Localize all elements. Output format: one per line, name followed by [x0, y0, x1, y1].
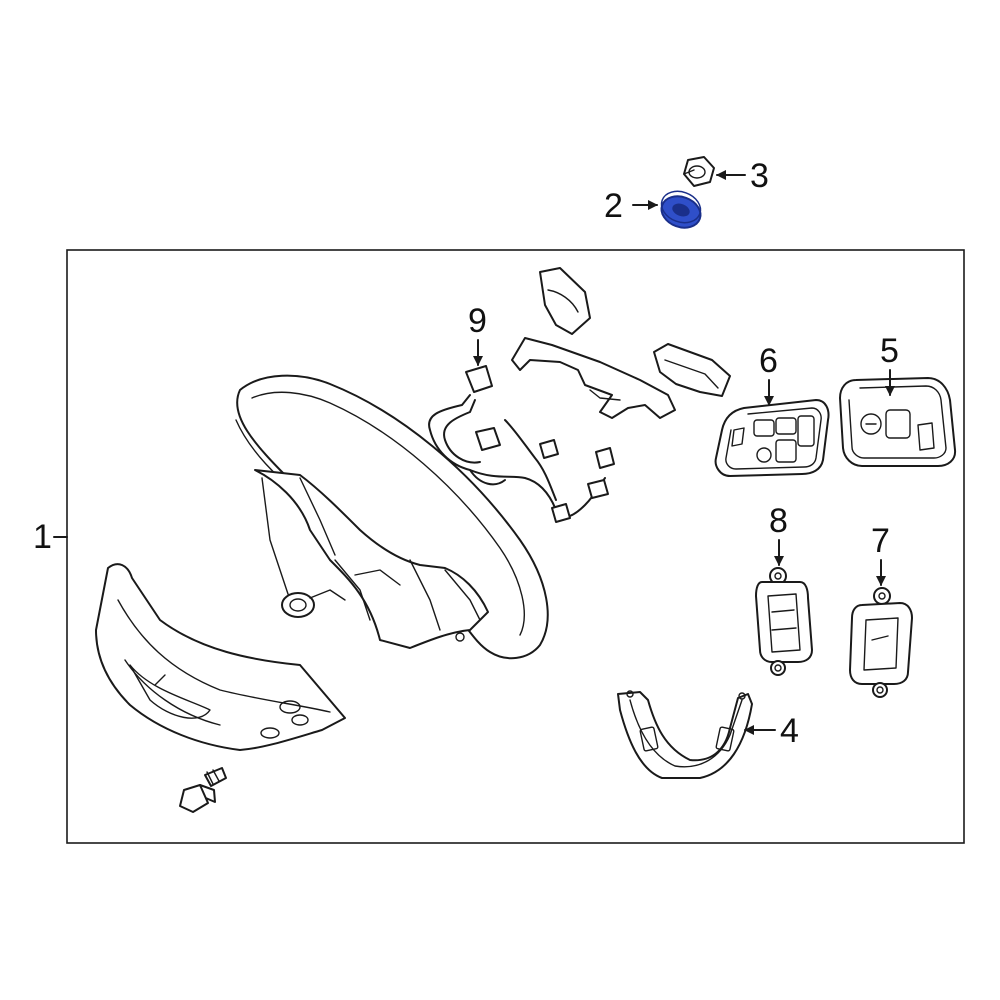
- part-8-lower-left-switch[interactable]: [755, 567, 813, 676]
- part-5-right-switch[interactable]: [839, 377, 957, 467]
- callout-6: 6: [759, 342, 778, 380]
- part-2-washer[interactable]: [657, 186, 705, 233]
- callout-8: 8: [769, 502, 788, 540]
- part-3-hex-nut[interactable]: [683, 156, 715, 187]
- lower-cover[interactable]: [95, 563, 346, 751]
- switch-bracket[interactable]: [511, 267, 731, 419]
- callout-9: 9: [468, 302, 487, 340]
- part-7-lower-right-switch[interactable]: [849, 587, 913, 698]
- callout-3: 3: [750, 157, 769, 195]
- callout-2: 2: [604, 187, 623, 225]
- callout-7: 7: [871, 522, 890, 560]
- assembly-frame: [66, 249, 965, 844]
- callout-1: 1: [33, 518, 52, 556]
- part-6-left-switch[interactable]: [714, 399, 830, 477]
- callout-4: 4: [780, 712, 799, 750]
- part-9-wire-harness[interactable]: [428, 365, 615, 523]
- mounting-screw[interactable]: [179, 767, 227, 813]
- callout-5: 5: [880, 332, 899, 370]
- part-4-lower-bezel[interactable]: [617, 690, 753, 779]
- part-1-steering-wheel[interactable]: [235, 374, 549, 660]
